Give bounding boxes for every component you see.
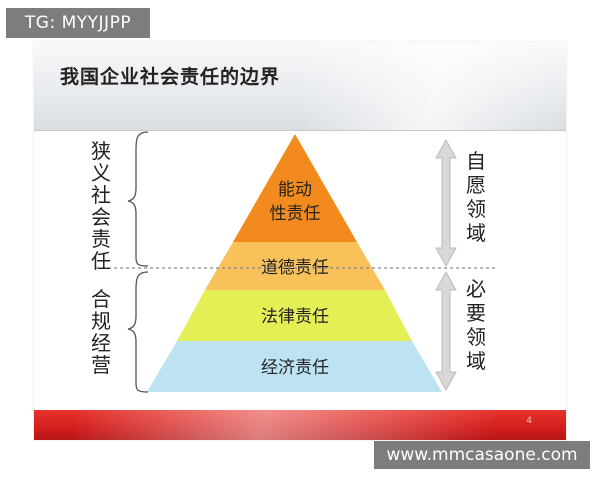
left-brace-upper	[127, 131, 149, 267]
pyramid-label-proactive-line2: 性责任	[270, 204, 321, 224]
left-label-narrow-char: 狭	[91, 139, 111, 163]
left-label-narrow-char: 任	[91, 249, 111, 273]
page-number: 4	[526, 416, 532, 426]
right-label-required-char: 要	[466, 301, 486, 325]
watermark-bottom: www.mmcasaone.com	[374, 441, 590, 469]
pyramid-label-economic: 经济责任	[261, 358, 329, 378]
right-label-required-char: 域	[466, 349, 486, 373]
right-arrow-voluntary	[435, 138, 457, 268]
left-label-narrow-char: 社	[91, 183, 111, 207]
right-label-voluntary-char: 领	[466, 197, 486, 221]
right-label-voluntary-char: 愿	[466, 173, 486, 197]
left-brace-lower	[127, 271, 149, 393]
watermark-top: TG: MYYJJPP	[6, 8, 150, 38]
right-label-voluntary-char: 自	[466, 149, 486, 173]
left-label-compliance-char: 规	[91, 309, 111, 333]
right-label-required-char: 必	[466, 277, 486, 301]
right-label-voluntary-char: 域	[466, 221, 486, 245]
slide-title: 我国企业社会责任的边界	[60, 66, 281, 88]
left-label-narrow-char: 责	[91, 227, 111, 251]
left-label-narrow-char: 会	[91, 205, 111, 229]
left-label-compliance-char: 合	[91, 287, 111, 311]
pyramid-label-proactive-line1: 能动	[278, 180, 312, 200]
pyramid-layer-proactive	[233, 134, 357, 242]
pyramid-label-legal: 法律责任	[261, 307, 329, 327]
bottom-band: 4	[34, 410, 566, 440]
pyramid-layer-economic	[147, 341, 442, 392]
right-label-required-char: 领	[466, 325, 486, 349]
right-arrow-required	[435, 270, 457, 392]
pyramid-layer-legal	[177, 290, 412, 341]
left-label-compliance-char: 营	[91, 353, 111, 377]
pyramid-layer-ethical	[205, 242, 385, 290]
left-label-compliance-char: 经	[91, 331, 111, 355]
title-band: 我国企业社会责任的边界	[34, 42, 566, 131]
left-label-narrow-char: 义	[91, 161, 111, 185]
